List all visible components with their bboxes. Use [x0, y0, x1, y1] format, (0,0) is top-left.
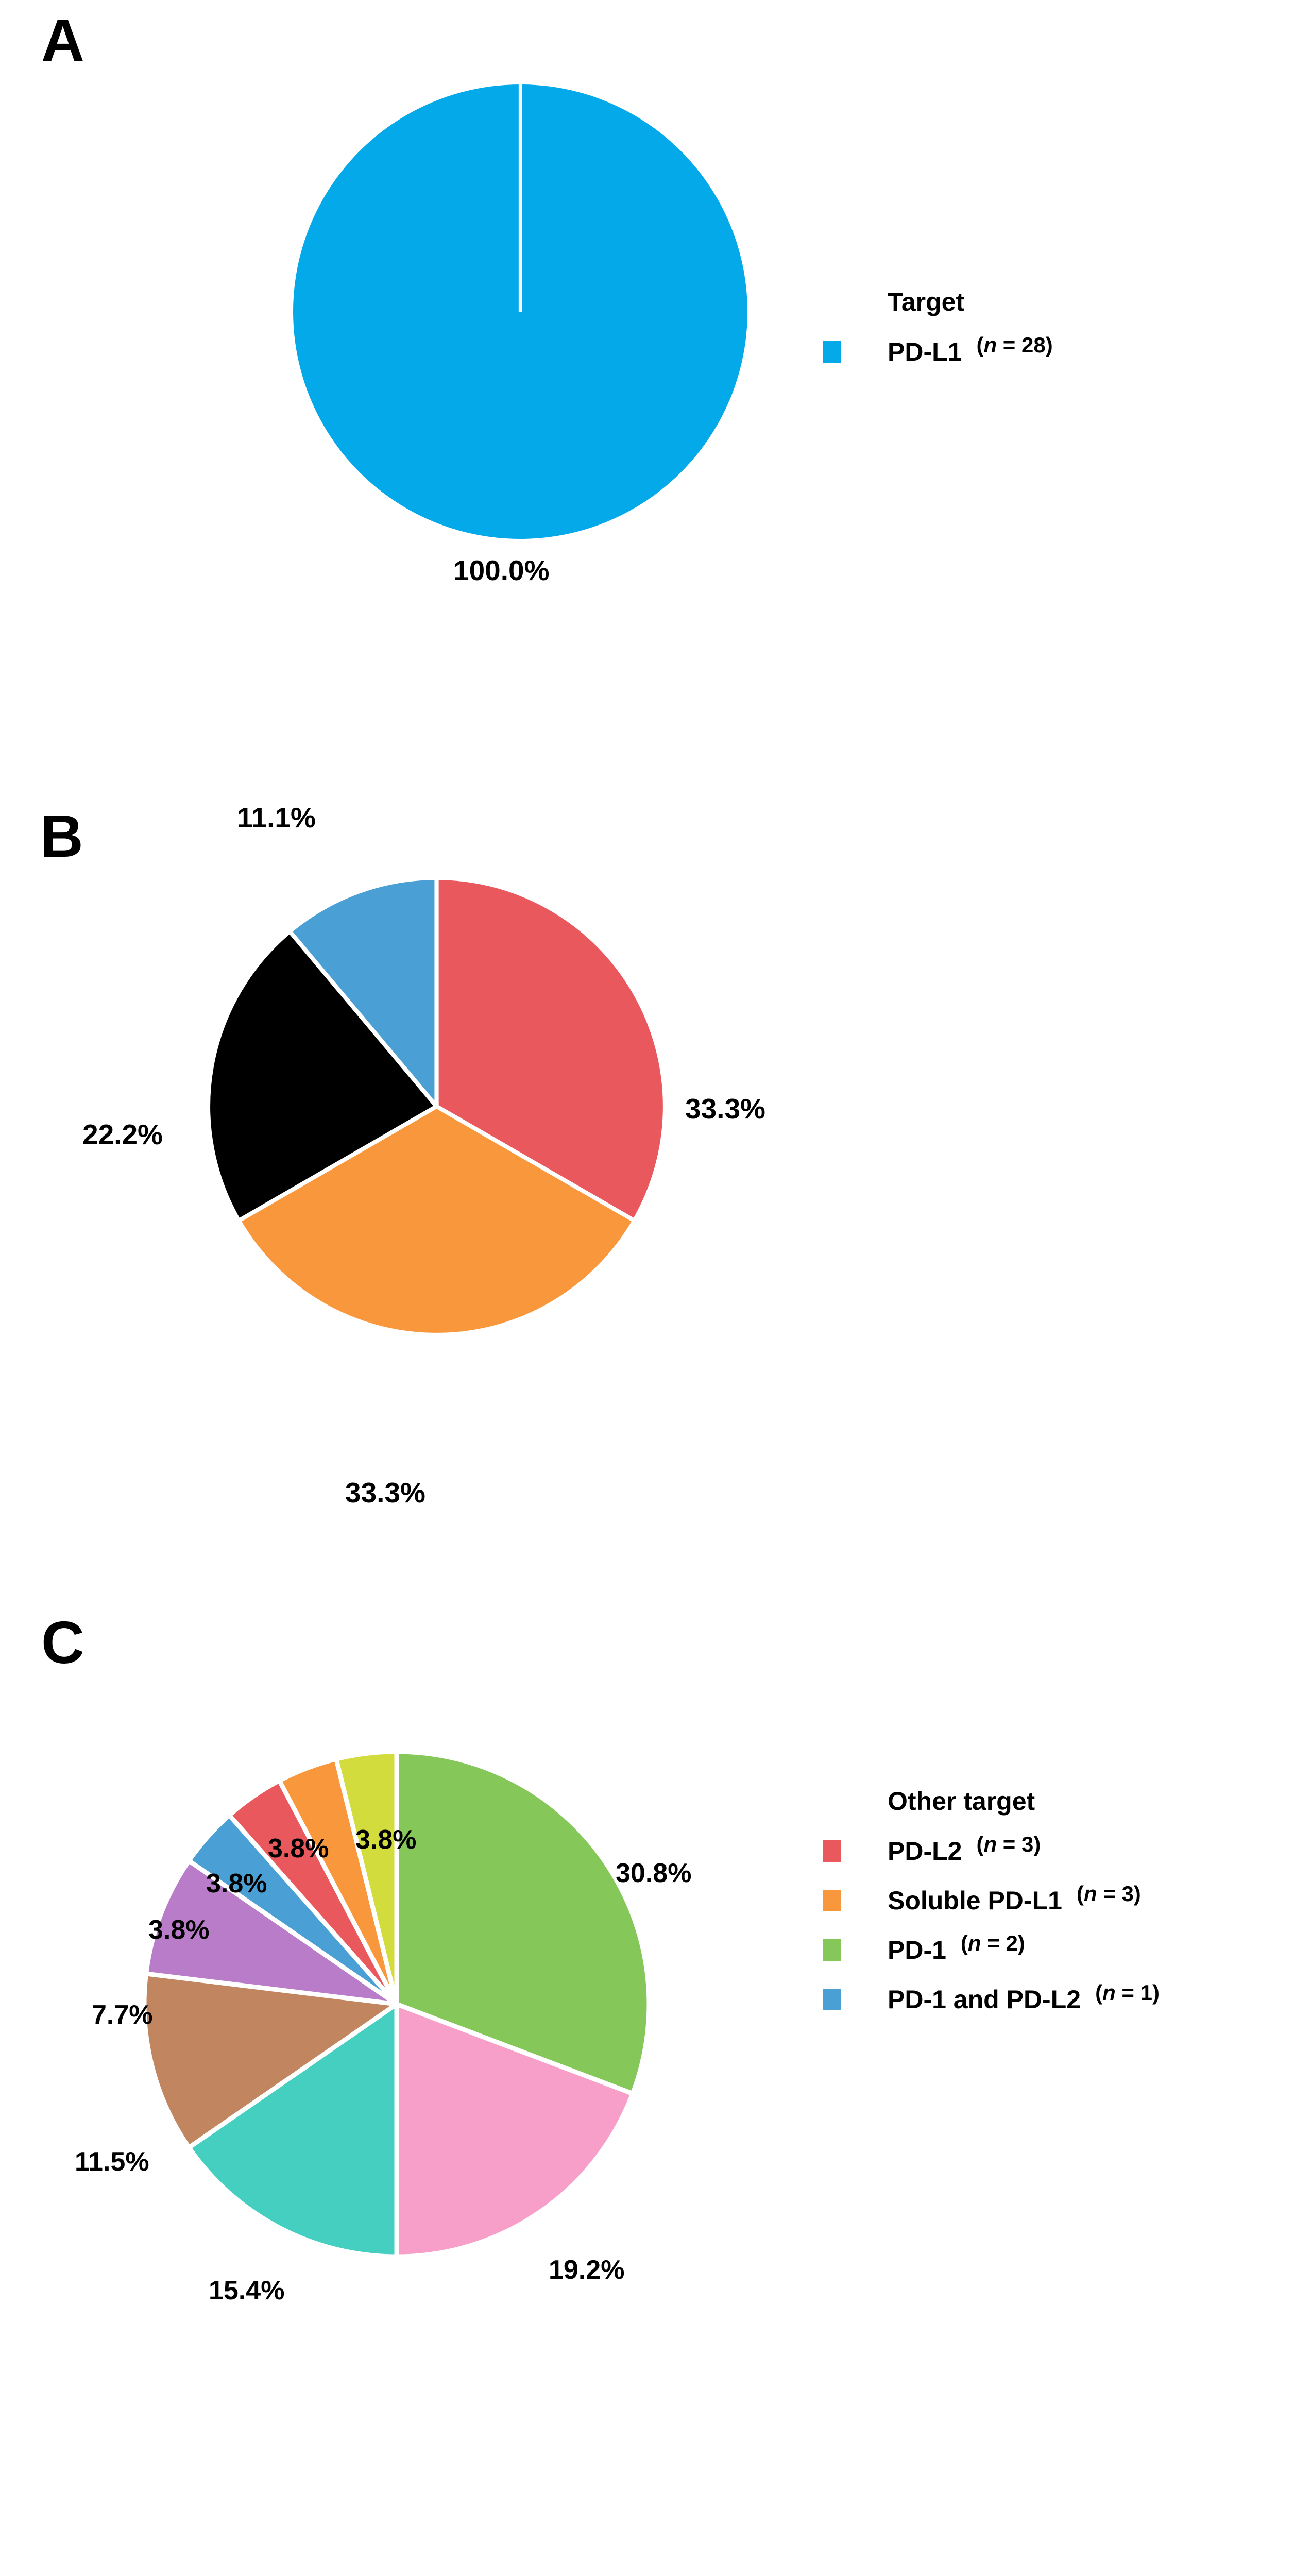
legend-item-label: PD-1 and PD-L2	[888, 1985, 1081, 2014]
legend-swatch-icon	[823, 1840, 841, 1862]
panel-a: A 100.0% Target PD-L1 (n = 28)	[0, 0, 1294, 670]
pie-a-svg	[293, 84, 747, 539]
pie-chart-a	[288, 80, 752, 544]
pie-slice-label: 33.3%	[685, 1093, 765, 1125]
pie-slice-label: 11.1%	[237, 802, 316, 834]
legend-a: Target PD-L1 (n = 28)	[823, 289, 1276, 388]
pie-slice-label: 19.2%	[549, 2255, 625, 2285]
pie-slice-label: 3.8%	[355, 1825, 417, 1855]
legend-b: Other target PD-L2 (n = 3) Soluble PD-L1…	[823, 1788, 1287, 2036]
pie-slice-label: 3.8%	[206, 1869, 267, 1899]
panel-b: B 33.3% 33.3% 22.2% 11.1% Other target P…	[0, 762, 1294, 2012]
pie-c-svg	[142, 1749, 652, 2259]
legend-swatch-icon	[823, 1939, 841, 1961]
legend-item-pd-1[interactable]: PD-1 (n = 2)	[823, 1932, 1287, 1964]
pie-slice[interactable]	[142, 1971, 399, 2150]
panel-letter-a: A	[41, 7, 84, 74]
pie-slice-label: 100.0%	[453, 554, 550, 586]
panel-c: C 30.8% 19.2% 15.4% 11.5% 7.7% 3.8% 3.8%…	[0, 1592, 1294, 2422]
panel-letter-b: B	[40, 803, 83, 870]
pie-slice-label: 33.3%	[345, 1477, 425, 1509]
pie-slice[interactable]	[287, 875, 439, 1109]
pie-slice-label: 11.5%	[75, 2147, 149, 2177]
legend-swatch-icon	[823, 1889, 841, 1911]
legend-item-count: (n = 28)	[976, 332, 1053, 357]
pie-slice[interactable]	[236, 1104, 637, 1337]
legend-swatch-icon	[823, 1988, 841, 2010]
pie-slice-label: 22.2%	[82, 1118, 163, 1150]
legend-item-count: (n = 3)	[1076, 1881, 1141, 1906]
pie-chart-c	[139, 1747, 654, 2262]
pie-slice-label: 3.8%	[268, 1834, 329, 1863]
legend-swatch-icon	[823, 341, 841, 363]
pie-slice[interactable]	[206, 929, 439, 1223]
legend-item-label: PD-L1	[888, 337, 962, 366]
legend-item-label: PD-1	[888, 1935, 946, 1964]
legend-item-label: PD-L2	[888, 1836, 962, 1866]
legend-title: Other target	[888, 1787, 1035, 1816]
pie-slice[interactable]	[394, 1749, 652, 2096]
legend-item-pd-l2[interactable]: PD-L2 (n = 3)	[823, 1833, 1287, 1866]
legend-item-label: Soluble PD-L1	[888, 1886, 1062, 1915]
pie-slice[interactable]	[144, 1858, 399, 2007]
panel-letter-c: C	[41, 1609, 84, 1676]
pie-slice[interactable]	[334, 1749, 399, 2007]
pie-slice[interactable]	[434, 875, 668, 1223]
pie-slice-label: 3.8%	[148, 1915, 210, 1945]
pie-slice[interactable]	[186, 2002, 399, 2259]
legend-item-pd-l1[interactable]: PD-L1 (n = 28)	[823, 334, 1276, 366]
legend-item-count: (n = 3)	[976, 1832, 1041, 1856]
legend-title: Target	[888, 287, 965, 316]
legend-item-count: (n = 2)	[960, 1930, 1025, 1955]
pie-slice-label: 15.4%	[209, 2276, 285, 2306]
legend-item-soluble-pd-l1[interactable]: Soluble PD-L1 (n = 3)	[823, 1883, 1287, 1915]
pie-b-svg	[206, 875, 668, 1337]
pie-chart-b	[203, 873, 670, 1340]
legend-item-count: (n = 1)	[1095, 1980, 1160, 2005]
pie-slice[interactable]	[394, 2002, 635, 2259]
legend-item-pd-1-and-pd-l2[interactable]: PD-1 and PD-L2 (n = 1)	[823, 1981, 1287, 2014]
pie-slice-label: 30.8%	[616, 1858, 692, 1888]
pie-slice-label: 7.7%	[92, 2000, 153, 2030]
